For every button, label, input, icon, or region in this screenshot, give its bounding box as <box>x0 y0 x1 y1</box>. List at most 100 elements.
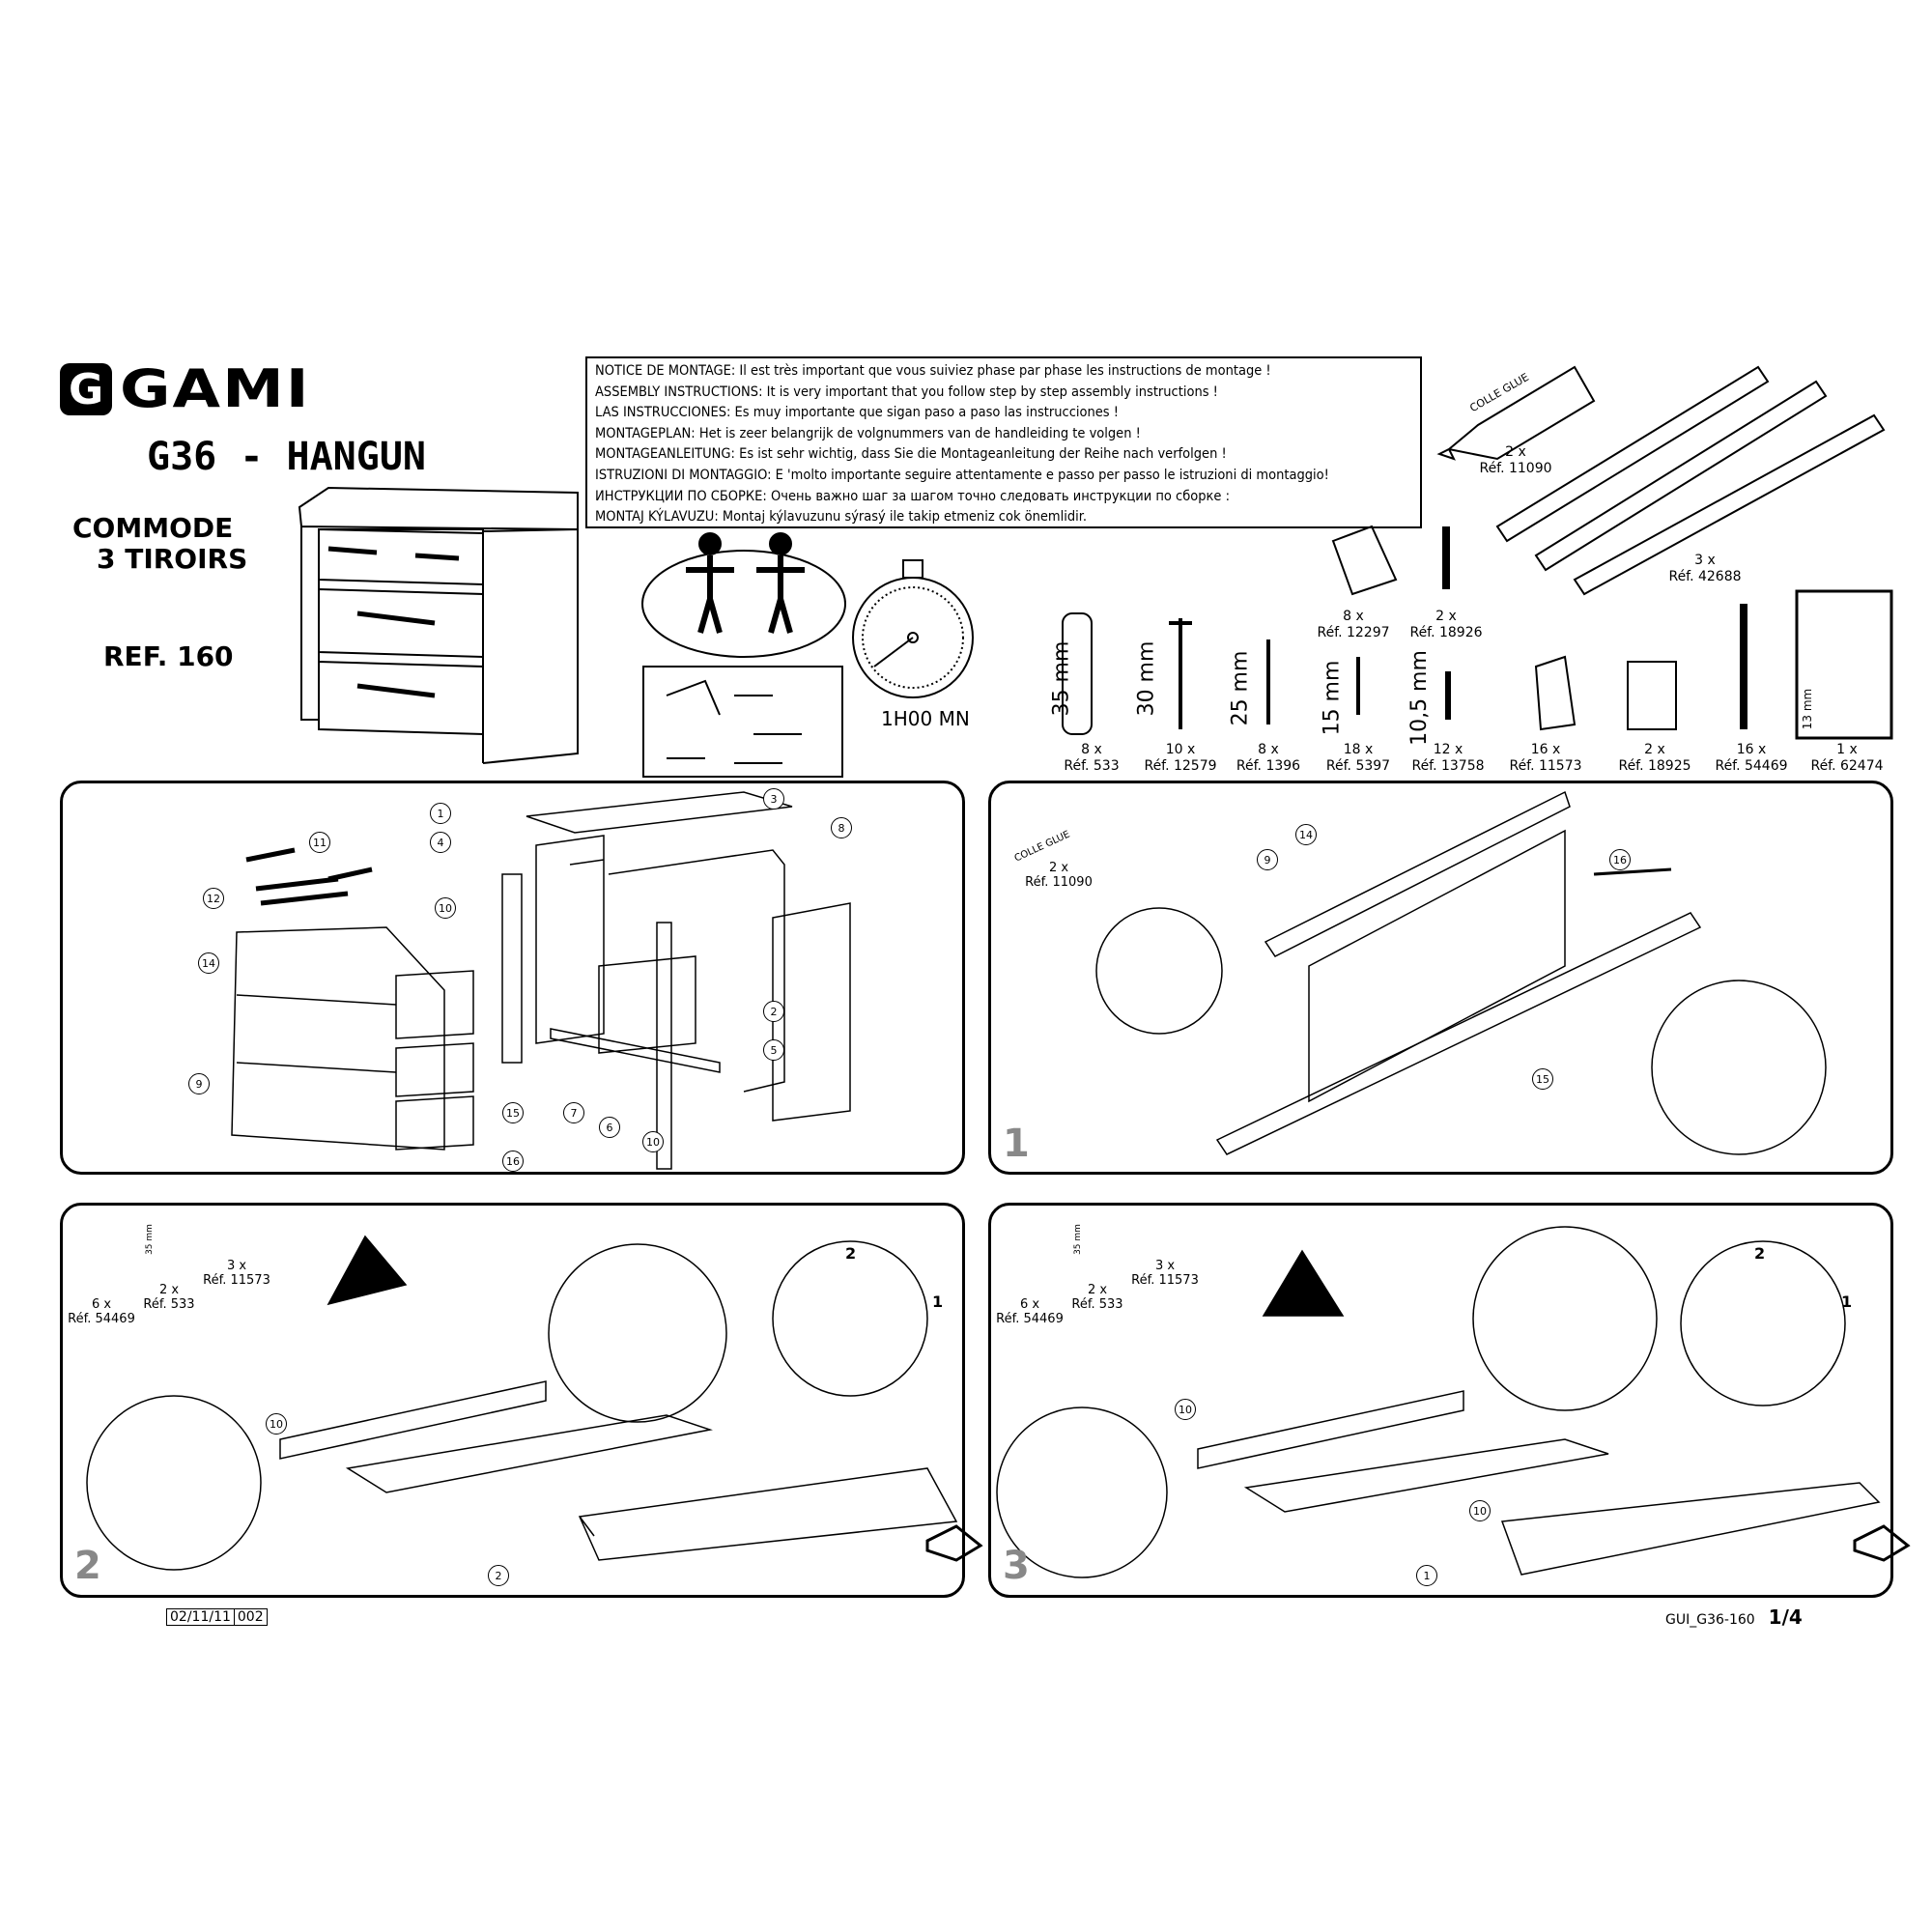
qty: 8 x <box>1258 742 1279 757</box>
size-62474: 13 mm <box>1801 688 1815 730</box>
exploded-view <box>231 791 851 1170</box>
callout: 7 <box>563 1102 584 1123</box>
rotation-label: 1 <box>932 1293 944 1311</box>
notice-de: MONTAGEANLEITUNG: Es ist sehr wichtig, d… <box>595 446 1227 463</box>
ref: Réf. 12297 <box>1317 625 1390 640</box>
hardware-drawings <box>1062 525 1893 740</box>
step2-drawing <box>86 1235 983 1571</box>
qty: 12 x <box>1433 742 1463 757</box>
callout: 5 <box>763 1039 784 1061</box>
ref: Réf. 533 <box>1064 758 1120 774</box>
qty: 3 x <box>226 1259 247 1273</box>
callout: 9 <box>1257 849 1278 870</box>
callout: 1 <box>430 803 451 824</box>
qty: 16 x <box>1530 742 1561 757</box>
notice-ru: ИНСТРУКЦИИ ПО СБОРКЕ: Очень важно шаг за… <box>595 488 1230 504</box>
product-reference: REF. 160 <box>103 640 234 672</box>
callout: 10 <box>266 1413 287 1435</box>
overview-panel: 1 2 3 4 5 6 7 8 9 10 10 11 12 14 15 16 <box>60 781 965 1175</box>
qty: 2 x <box>1048 861 1069 875</box>
callout: 9 <box>188 1073 210 1094</box>
callout: 15 <box>1532 1068 1553 1090</box>
callout: 10 <box>1469 1500 1491 1521</box>
ref: Réf. 13758 <box>1411 758 1485 774</box>
callout: 10 <box>435 897 456 919</box>
callout: 14 <box>198 952 219 974</box>
qty: 1 x <box>1836 742 1858 757</box>
callout: 6 <box>599 1117 620 1138</box>
glue-label: COLLE GLUE <box>1012 829 1072 865</box>
callout: 16 <box>502 1151 524 1172</box>
step3-drawing <box>996 1226 1911 1578</box>
qty: 6 x <box>91 1297 112 1312</box>
ref: Réf. 11573 <box>1131 1273 1199 1288</box>
ref: Réf. 11573 <box>203 1273 270 1288</box>
ref: Réf. 18925 <box>1618 758 1691 774</box>
callout: 2 <box>488 1565 509 1586</box>
qty: 3 x <box>1154 1259 1176 1273</box>
callout: 16 <box>1609 849 1631 870</box>
qty: 3 x <box>1694 553 1716 568</box>
callout: 11 <box>309 832 330 853</box>
product-title: G36 - HANGUN <box>147 435 426 479</box>
qty: 18 x <box>1343 742 1374 757</box>
ref: Réf. 54469 <box>68 1312 135 1326</box>
assembly-notice-box: NOTICE DE MONTAGE: Il est très important… <box>585 356 1422 528</box>
ref: Réf. 5397 <box>1325 758 1391 774</box>
callout: 1 <box>1416 1565 1437 1586</box>
footer-doc-code: GUI_G36-160 <box>1665 1612 1755 1628</box>
size-1396: 25 mm <box>1228 650 1253 726</box>
qty: 2 x <box>1644 742 1665 757</box>
rotation-label: 2 <box>1754 1244 1766 1263</box>
step1-drawing <box>1095 790 1827 1155</box>
qty: 16 x <box>1736 742 1767 757</box>
rotation-label: 2 <box>845 1244 857 1263</box>
ref: Réf. 11090 <box>1025 875 1093 890</box>
footer-date: 02/11/11 <box>166 1608 235 1626</box>
ref: Réf. 11090 <box>1479 461 1552 476</box>
callout: 15 <box>502 1102 524 1123</box>
footer-version: 002 <box>234 1608 268 1626</box>
ref: Réf. 42688 <box>1668 569 1742 584</box>
callout: 8 <box>831 817 852 838</box>
footer-doc-info: GUI_G36-160 1/4 <box>1665 1605 1803 1629</box>
notice-fr: NOTICE DE MONTAGE: Il est très important… <box>595 363 1271 379</box>
callout: 10 <box>1175 1399 1196 1420</box>
product-type: COMMODE <box>72 512 234 544</box>
ref: Réf. 62474 <box>1810 758 1884 774</box>
logo-text: GAMI <box>120 358 311 420</box>
stopwatch-icon <box>852 559 974 698</box>
part-size: 35 mm <box>144 1224 155 1255</box>
callout: 3 <box>763 788 784 810</box>
logo-mark: G <box>60 363 112 415</box>
ref: Réf. 533 <box>1071 1297 1123 1312</box>
notice-it: ISTRUZIONI DI MONTAGGIO: E 'molto import… <box>595 467 1329 483</box>
dresser-illustration <box>298 486 579 764</box>
two-person-icon <box>641 532 846 658</box>
tools-box <box>642 666 843 778</box>
product-drawers: 3 TIROIRS <box>97 543 248 575</box>
assembly-time: 1H00 MN <box>881 707 970 730</box>
notice-es: LAS INSTRUCCIONES: Es muy importante que… <box>595 405 1119 421</box>
callout: 14 <box>1295 824 1317 845</box>
step-number: 2 <box>74 1544 101 1588</box>
